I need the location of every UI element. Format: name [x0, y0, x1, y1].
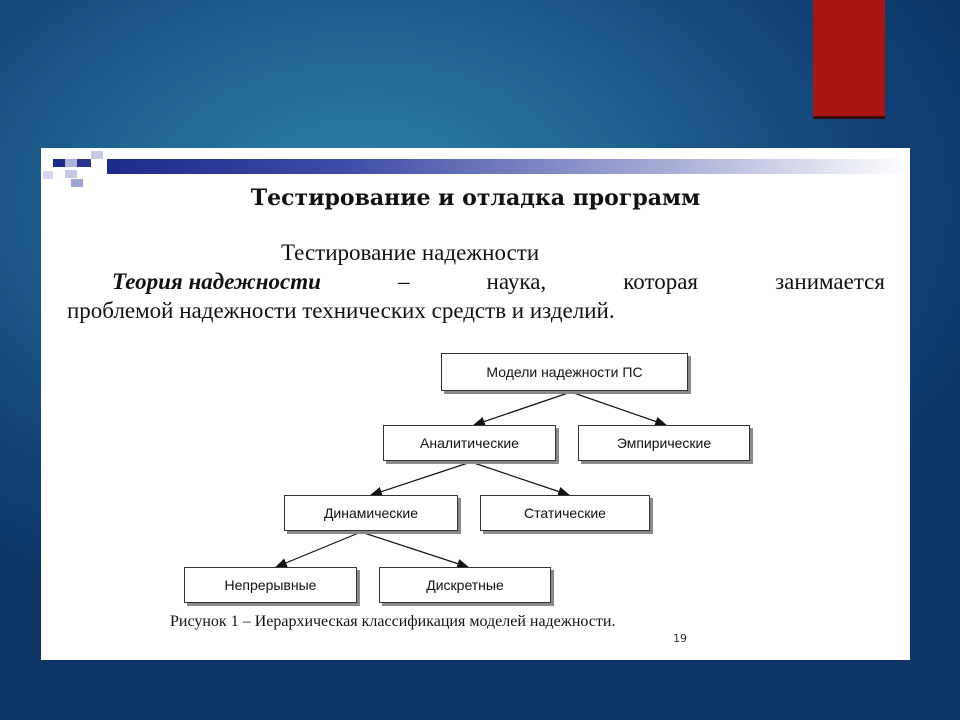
paragraph-word: наука,	[486, 269, 547, 294]
header-gradient-band	[107, 159, 910, 174]
node-dynamic: Динамические	[284, 495, 458, 531]
header-square-light	[91, 151, 103, 159]
figure-caption: Рисунок 1 – Иерархическая классификация …	[170, 613, 616, 630]
edge-analytic-static	[470, 461, 571, 497]
edge-dynamic-continuous	[274, 531, 362, 568]
term-highlight: Теория надежности	[112, 269, 321, 294]
edge-dynamic-discrete	[360, 531, 470, 569]
header-square-mid	[71, 179, 83, 187]
node-static: Статические	[480, 495, 650, 531]
node-analytic: Аналитические	[383, 425, 556, 461]
edge-root-empiric	[570, 391, 668, 426]
red-accent-bar	[813, 0, 885, 119]
paragraph-word: которая	[623, 269, 699, 294]
page-number: 19	[673, 632, 687, 645]
slide-subtitle: Тестирование надежности	[281, 240, 540, 265]
header-square-dark	[77, 159, 91, 167]
paragraph-word: –	[397, 269, 410, 294]
edge-analytic-dynamic	[369, 461, 472, 497]
header-square-light	[65, 159, 77, 167]
definition-paragraph: Теория надежности – наука, которая заним…	[67, 267, 885, 325]
diagram-edges	[274, 391, 668, 569]
paragraph-line-1: Теория надежности – наука, которая заним…	[67, 267, 885, 296]
paragraph-word: занимается	[775, 269, 885, 294]
paragraph-line-2: проблемой надежности технических средств…	[67, 298, 615, 323]
node-reliability-models: Модели надежности ПС	[441, 353, 688, 391]
header-square-light	[65, 170, 77, 178]
node-discrete: Дискретные	[379, 567, 551, 603]
header-square-light	[43, 171, 53, 179]
slide-title: Тестирование и отладка программ	[250, 185, 701, 211]
node-continuous: Непрерывные	[184, 567, 357, 603]
slide-content: Тестирование и отладка программ Тестиров…	[41, 148, 910, 660]
node-empiric: Эмпирические	[578, 425, 750, 461]
header-square-dark	[53, 159, 65, 167]
edge-root-analytic	[472, 391, 572, 427]
